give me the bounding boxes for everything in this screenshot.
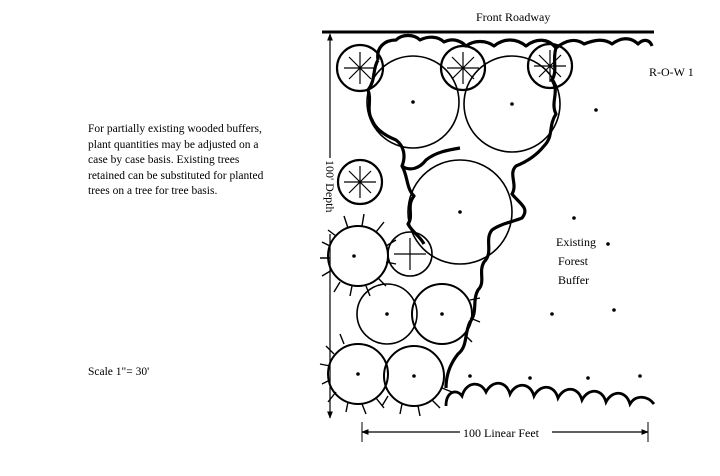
depth-label-mask — [322, 158, 338, 234]
tree-crown — [356, 283, 418, 345]
tree-dot — [612, 308, 616, 312]
tree-dot — [550, 312, 554, 316]
shrub-spikes — [319, 333, 385, 415]
hedge-outline — [444, 381, 656, 408]
tree-dot — [412, 374, 416, 378]
tree-dot — [411, 100, 415, 104]
tree-symbol-lines — [447, 52, 479, 84]
tree-dot — [440, 312, 444, 316]
scale-label: Scale 1"= 30' — [88, 366, 150, 378]
width-label: 100 Linear Feet — [463, 426, 540, 440]
forest-label-line1: Existing — [556, 235, 596, 249]
tree-dot — [356, 372, 360, 376]
buffer-note: For partially existing wooded buffers, p… — [88, 123, 264, 198]
tree-crown — [411, 283, 473, 345]
shrub-spikes — [381, 387, 453, 417]
tree-dot — [572, 216, 576, 220]
forest-label-line2: Forest — [558, 254, 589, 268]
tree-dot — [638, 374, 642, 378]
tree-crown — [526, 42, 574, 90]
tree-dot — [458, 210, 462, 214]
tree-symbol-lines — [344, 52, 376, 84]
tree-dot — [510, 102, 514, 106]
roadway-label: Front Roadway — [476, 10, 550, 24]
tree-dot — [594, 108, 598, 112]
tree-dot — [385, 312, 389, 316]
tree-crown — [463, 55, 561, 153]
forest-label-line3: Buffer — [558, 273, 589, 287]
tree-symbol-lines — [394, 238, 426, 270]
tree-symbol-lines — [344, 166, 376, 198]
tree-crown — [383, 345, 445, 407]
shrub-spikes — [320, 213, 397, 297]
depth-label: 100' Depth — [323, 160, 337, 213]
tree-dot — [606, 242, 610, 246]
forest-buffer-outline — [366, 33, 654, 389]
width-label-mask — [460, 424, 552, 440]
tree-dot — [528, 376, 532, 380]
row-label: R-O-W 1 — [649, 65, 694, 79]
tree-dot — [586, 376, 590, 380]
tree-dot — [468, 374, 472, 378]
tree-dot — [352, 254, 356, 258]
tree-crown — [327, 343, 389, 405]
tree-symbol-lines — [534, 50, 566, 82]
shrub-spikes — [463, 297, 481, 343]
tree-crown — [407, 159, 513, 265]
tree-crown — [327, 225, 389, 287]
tree-crown — [336, 158, 384, 206]
tree-crown — [439, 44, 487, 92]
tree-crown — [387, 231, 433, 277]
tree-crown — [366, 55, 460, 149]
